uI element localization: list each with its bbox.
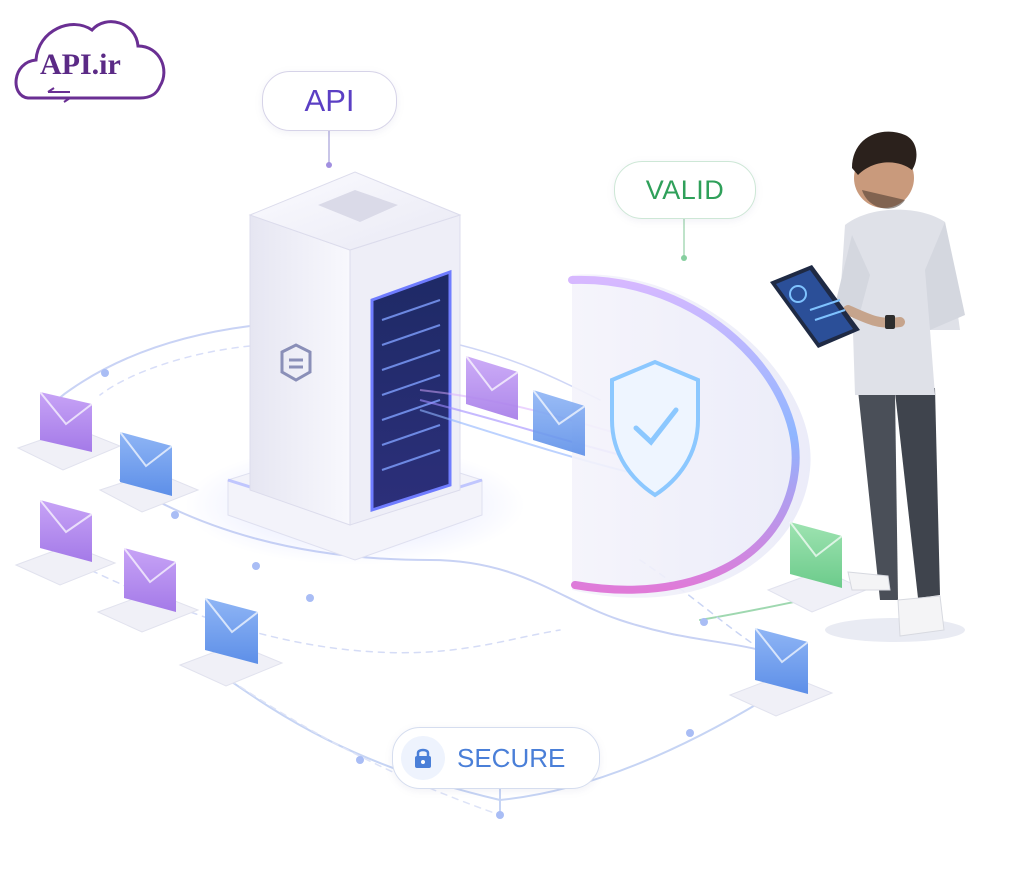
envelope-green [766, 521, 868, 613]
shield-check-icon [610, 359, 700, 498]
cloud-logo-icon [14, 20, 166, 103]
envelope-blue-3 [728, 627, 834, 717]
api-label: API [262, 71, 397, 131]
shield-panel [568, 274, 811, 598]
secure-label-text: SECURE [457, 742, 566, 773]
envelope-blue-2 [178, 597, 284, 687]
server-icon [185, 171, 525, 565]
envelope-blue-flying [532, 389, 586, 456]
valid-label: VALID [614, 161, 756, 219]
tablet-icon [770, 265, 860, 348]
envelope-blue-1 [98, 431, 200, 513]
lock-icon [401, 736, 445, 780]
path-nodes [101, 162, 708, 819]
logo-text: API.ir [40, 48, 121, 81]
person-illustration [770, 131, 965, 642]
envelope-purple-flying [465, 355, 519, 420]
secure-label: SECURE [392, 727, 600, 789]
envelope-purple-2 [14, 499, 117, 586]
valid-label-text: VALID [645, 174, 725, 205]
envelope-purple-3 [96, 547, 200, 633]
envelope-purple-1 [16, 391, 122, 471]
api-label-text: API [304, 83, 355, 118]
